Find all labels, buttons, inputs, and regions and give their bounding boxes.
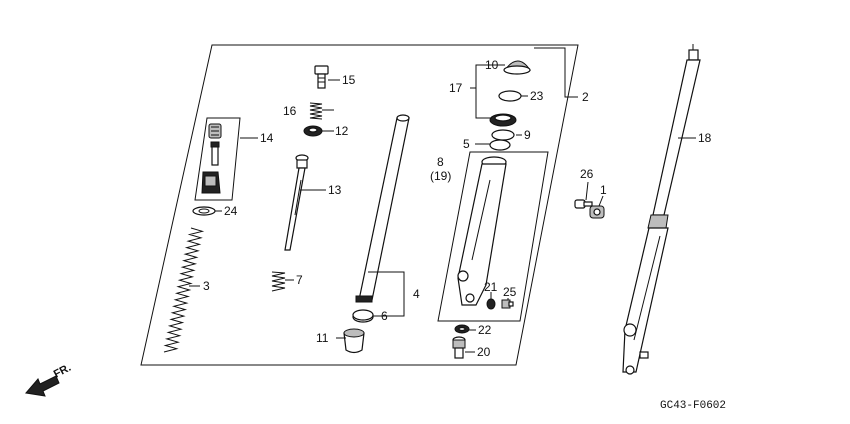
bolt-part-26 (574, 199, 593, 209)
label-1: 1 (600, 183, 607, 197)
label-25: 25 (503, 285, 517, 299)
fork-pipe-part-4 (355, 114, 410, 303)
bolt-part-15 (314, 65, 329, 89)
label-22: 22 (478, 323, 492, 337)
leader-lines (189, 47, 696, 353)
label-10: 10 (485, 58, 499, 72)
washer-part-22 (454, 324, 470, 334)
label-9: 9 (524, 128, 531, 142)
part8-box (437, 151, 549, 322)
front-direction-label: FR. (52, 362, 73, 381)
spring-part-3 (163, 227, 205, 353)
label-16: 16 (283, 104, 297, 118)
washer-part-24 (192, 206, 216, 216)
front-direction-arrow-icon (25, 375, 60, 397)
bolt-part-20 (452, 336, 466, 359)
label-19: (19) (430, 169, 451, 183)
part14-box (194, 117, 241, 201)
label-4: 4 (413, 287, 420, 301)
adjuster-part-14 (201, 123, 222, 194)
snap-ring-part-23 (498, 90, 522, 102)
spring-part-16 (309, 102, 323, 120)
washer-hole (198, 208, 210, 214)
cap-part-10 (503, 60, 531, 75)
label-11: 11 (316, 331, 329, 345)
label-5: 5 (463, 137, 470, 151)
fork-assembly-part-18 (622, 44, 701, 375)
spring-part-7 (271, 271, 286, 292)
damper-rod-part-13 (284, 154, 309, 251)
label-12: 12 (335, 124, 349, 138)
label-23: 23 (530, 89, 544, 103)
label-20: 20 (477, 345, 491, 359)
label-21: 21 (484, 280, 498, 294)
label-26: 26 (580, 167, 594, 181)
oil-lock-part-11 (343, 328, 365, 354)
label-13: 13 (328, 183, 342, 197)
label-7: 7 (296, 273, 303, 287)
backup-ring-part-5 (489, 139, 511, 151)
label-2: 2 (582, 90, 589, 104)
oil-seal-part-9 (489, 113, 517, 141)
label-14: 14 (260, 131, 274, 145)
fork-slider-part-8 (457, 156, 507, 306)
label-17: 17 (449, 81, 463, 95)
diagram-code: GC43-F0602 (660, 400, 726, 412)
assembly-frame (140, 44, 579, 366)
label-24: 24 (224, 204, 238, 218)
label-8: 8 (437, 155, 444, 169)
ring-part-6 (352, 309, 374, 323)
label-3: 3 (203, 279, 210, 293)
nut-part-12 (303, 125, 323, 137)
label-18: 18 (698, 131, 712, 145)
bolt-part-25 (501, 299, 514, 309)
washer-part-21 (486, 298, 496, 310)
label-15: 15 (342, 73, 356, 87)
label-6: 6 (381, 309, 388, 323)
clamp-part-1 (589, 205, 605, 219)
